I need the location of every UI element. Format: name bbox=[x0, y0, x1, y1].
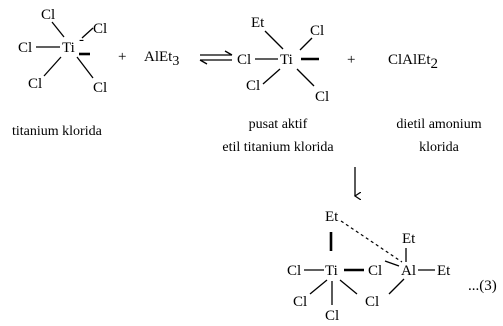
ticl4-bond-bottomleft bbox=[43, 56, 62, 77]
ticl4-cl-top: Cl bbox=[41, 7, 55, 23]
complex-et-al-right: Et bbox=[437, 263, 451, 279]
complex-cl-left: Cl bbox=[287, 263, 301, 279]
equation-number: ...(3) bbox=[468, 278, 497, 294]
complex-bond-al-cl-bottom bbox=[388, 278, 405, 295]
product-cl-bottomright: Cl bbox=[315, 89, 329, 105]
product-metal-ti: Ti bbox=[280, 52, 293, 68]
byproduct-caption-line1: dietil amonium bbox=[396, 117, 481, 132]
complex-bond-ti-cl-bottomleft bbox=[309, 279, 328, 295]
complex-bond-cl-al bbox=[384, 260, 400, 267]
product-caption-line2: etil titanium klorida bbox=[222, 140, 334, 155]
ticl4-caption: titanium klorida bbox=[12, 124, 103, 139]
complex-cl-bottomleft: Cl bbox=[293, 294, 307, 310]
complex-et-al-top: Et bbox=[402, 231, 416, 247]
product-et-top: Et bbox=[251, 15, 265, 31]
product-active-center: Et Cl Cl Ti Cl Cl pusat aktif etil titan… bbox=[222, 15, 334, 155]
complex-et-bridge: Et bbox=[325, 209, 339, 225]
complex-cl-bottom: Cl bbox=[325, 308, 339, 324]
ticl4-cl-bottomright: Cl bbox=[93, 80, 107, 96]
byproduct-diethyl-aluminium-chloride: ClAlEt2 dietil amonium klorida bbox=[388, 52, 482, 155]
byproduct-caption-line2: klorida bbox=[419, 140, 459, 155]
ticl4-cl-left: Cl bbox=[18, 40, 32, 56]
complex-ti: Ti bbox=[325, 263, 338, 279]
product-bond-bottomright bbox=[296, 68, 315, 87]
bimetallic-complex: Et Et Cl Ti Cl Al Et Cl Cl Cl ...(3) bbox=[287, 209, 497, 324]
ticl4-cl-bottomleft: Cl bbox=[28, 76, 42, 92]
plus-sign-1: + bbox=[118, 49, 126, 65]
ticl4-bond-top bbox=[51, 21, 65, 38]
equilibrium-arrow bbox=[199, 50, 233, 65]
complex-al: Al bbox=[401, 263, 416, 279]
byproduct-formula: ClAlEt2 bbox=[388, 52, 438, 72]
ticl4-charge: - bbox=[79, 32, 84, 48]
complex-bond-ti-cl-bottomright bbox=[339, 279, 358, 295]
complex-cl-al-bottom: Cl bbox=[365, 294, 379, 310]
ticl4-cl-topright: Cl bbox=[93, 21, 107, 37]
product-cl-left: Cl bbox=[237, 52, 251, 68]
product-bond-et bbox=[264, 30, 284, 50]
product-caption-line1: pusat aktif bbox=[249, 117, 308, 132]
ticl4-bond-topright bbox=[81, 27, 94, 39]
product-bond-topright bbox=[299, 37, 313, 51]
reactant-titanium-chloride: Cl Cl Cl Ti - Cl Cl titanium klorida bbox=[12, 7, 107, 139]
ticl4-metal-ti: Ti bbox=[62, 40, 75, 56]
ticl4-bond-bottomright bbox=[76, 56, 94, 79]
product-cl-bottomleft: Cl bbox=[246, 78, 260, 94]
plus-sign-2: + bbox=[347, 52, 355, 68]
product-cl-topright: Cl bbox=[310, 23, 324, 39]
complex-bond-et-al-dashed bbox=[340, 220, 403, 263]
product-bond-bottomleft bbox=[262, 68, 281, 85]
complex-cl-mid: Cl bbox=[368, 263, 382, 279]
reagent-aluminium-triethyl: AlEt3 bbox=[144, 49, 179, 69]
